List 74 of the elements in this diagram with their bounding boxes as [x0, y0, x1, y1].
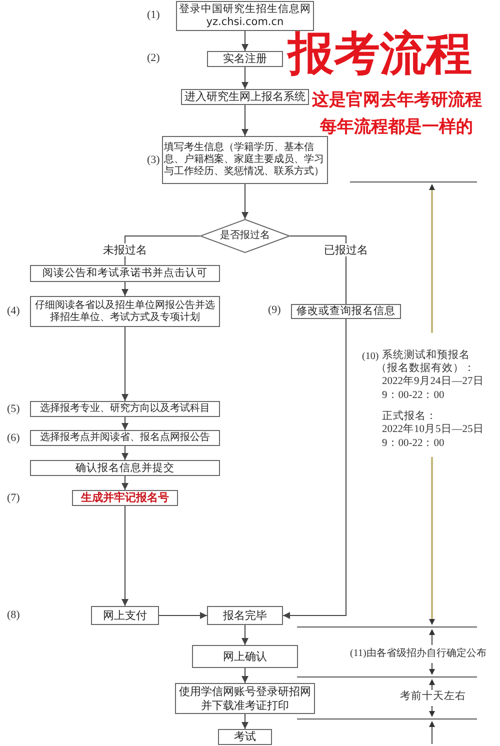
- process-box: [30, 265, 220, 282]
- step-number: (10): [362, 351, 379, 363]
- arrow: [242, 66, 248, 90]
- arrow: [242, 624, 248, 646]
- edge-label: 未报过名: [102, 243, 148, 257]
- step-text: 确认报名信息并提交: [76, 462, 174, 474]
- process-box: [218, 729, 272, 745]
- process-box: [176, 1, 314, 31]
- step-number: (2): [147, 52, 160, 66]
- process-box: [91, 606, 159, 625]
- step-text: 填写考生信息（学籍学历、基本信息、户籍档案、家庭主要成员、学习与工作经历、奖惩情况、联系方式）: [164, 142, 325, 178]
- step-text: 使用学信网账号登录研招网并下载准考证打印: [178, 685, 312, 712]
- step-number: (1): [147, 9, 160, 22]
- step-text: 选择报考专业、研究方向以及考试科目: [40, 403, 210, 415]
- arrow: [122, 282, 128, 296]
- process-box: [291, 304, 401, 319]
- arrow: [282, 318, 346, 619]
- arrow: [242, 104, 248, 136]
- arrow: [122, 416, 128, 430]
- step-text: 是否报过名: [220, 230, 270, 242]
- schedule-text: （报名数据有效）：: [376, 363, 475, 376]
- step-text: 阅读公告和考试承诺书并点击认可: [42, 267, 208, 280]
- arrow: [122, 476, 128, 490]
- annotation-text: 这是官网去年考研流程: [312, 90, 482, 110]
- process-box: [181, 89, 309, 105]
- step-text: 实名注册: [223, 52, 267, 66]
- decision-diamond: [200, 219, 290, 253]
- step-text: 报名完毕: [223, 608, 267, 622]
- connector-line: [124, 236, 200, 266]
- process-box: [30, 401, 220, 417]
- step-text: 进入研究生网上报名系统: [184, 90, 306, 104]
- schedule-text: 9：00-22：00: [382, 390, 444, 403]
- annotation-text: 每年流程都是一样的: [320, 117, 473, 138]
- connector-line: [290, 236, 346, 304]
- website-url: yz.chsi.com.cn: [206, 16, 284, 29]
- arrow: [122, 446, 128, 460]
- step-number: (5): [7, 403, 20, 416]
- step-number: (4): [7, 305, 20, 318]
- step-number: (7): [7, 492, 20, 506]
- step-number: (9): [268, 304, 281, 318]
- arrow: [122, 326, 128, 402]
- schedule-text: 考前十天左右: [400, 691, 466, 704]
- schedule-text: 9：00-22：00: [382, 438, 444, 451]
- arrow: [158, 612, 208, 619]
- step-text: 选择报考点并阅读省、报名点网报公告: [40, 432, 210, 444]
- step-text: 网上确认: [223, 650, 267, 664]
- arrow: [122, 506, 128, 606]
- step-text: 仔细阅读各省以及招生单位网报公告并选择招生单位、考试方式及专项计划: [34, 300, 216, 324]
- arrow: [242, 30, 248, 52]
- title: 报考流程: [288, 30, 472, 76]
- process-box: [192, 645, 298, 668]
- schedule-text: (11)由各省级招办自行确定公布: [350, 648, 486, 660]
- step-number: (3): [147, 154, 160, 168]
- arrow: [242, 668, 248, 684]
- process-box: [30, 460, 220, 476]
- step-text: 修改或查询报名信息: [296, 305, 396, 318]
- process-box: [30, 430, 220, 446]
- step-text: 生成并牢记报名号: [81, 491, 169, 505]
- arrow: [242, 184, 248, 220]
- schedule-text: 2022年9月24日—27日: [382, 376, 484, 389]
- schedule-text: 系统测试和预报名: [382, 350, 470, 362]
- schedule-text: 正式报名：: [382, 411, 437, 424]
- process-box: [162, 136, 328, 184]
- step-text: 考试: [234, 730, 256, 744]
- process-box: [207, 606, 283, 625]
- arrow: [242, 714, 248, 730]
- step-text: 网上支付: [103, 608, 147, 622]
- schedule-text: 2022年10月5日—25日: [382, 424, 484, 437]
- step-number: (6): [7, 432, 20, 446]
- process-box: [207, 51, 283, 67]
- step-number: (8): [7, 609, 20, 622]
- edge-label: 已报过名: [323, 243, 369, 257]
- step-text: 登录中国研究生招生信息网: [179, 3, 311, 16]
- process-box: [72, 490, 178, 506]
